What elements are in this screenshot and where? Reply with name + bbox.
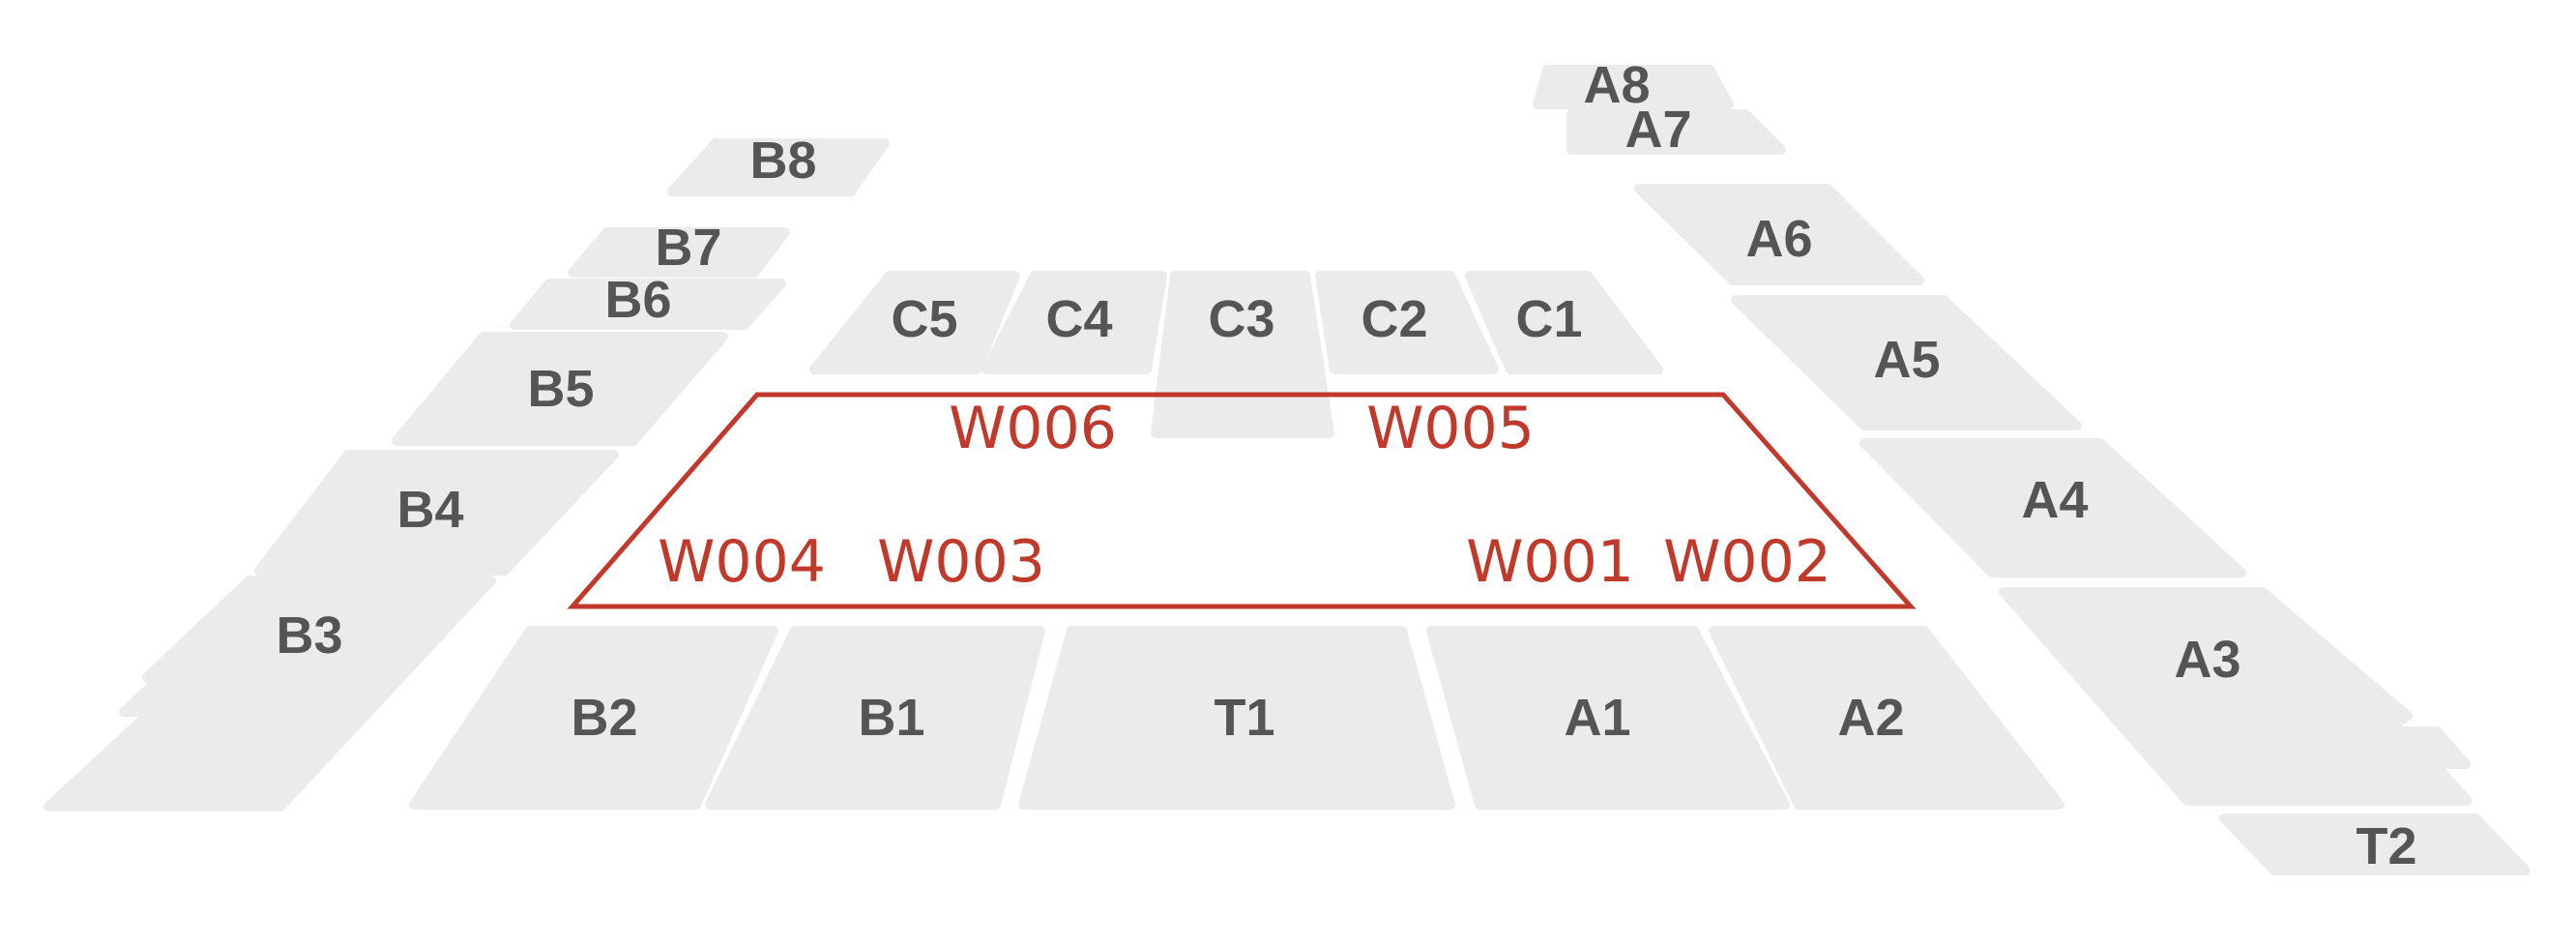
floor-zone-w006-label: W006: [949, 395, 1117, 462]
floor-zone-w004-label: W004: [658, 528, 826, 596]
floor-zone-w003-label: W003: [877, 528, 1045, 596]
section-b1[interactable]: B1: [705, 626, 1045, 810]
section-b2[interactable]: B2: [409, 626, 778, 810]
floor-zone-w006[interactable]: W006: [949, 395, 1117, 462]
section-c3-label: C3: [1208, 290, 1274, 348]
section-c5-label: C5: [891, 290, 957, 348]
section-b8-label: B8: [749, 132, 816, 190]
section-a6-label: A6: [1745, 210, 1812, 268]
section-c5[interactable]: C5: [809, 271, 1020, 374]
section-t1-label: T1: [1214, 689, 1274, 747]
section-b4-label: B4: [396, 481, 463, 539]
section-b6-label: B6: [604, 271, 671, 329]
section-c1-label: C1: [1515, 290, 1582, 348]
floor-zone-w002-label: W002: [1663, 528, 1831, 596]
section-b7[interactable]: B7: [568, 219, 790, 278]
section-t1[interactable]: T1: [1018, 626, 1455, 810]
section-a5-label: A5: [1873, 331, 1940, 389]
section-t2-label: T2: [2356, 817, 2416, 875]
section-b7-label: B7: [655, 219, 721, 277]
floor-zone-w005[interactable]: W005: [1366, 395, 1535, 462]
section-b1-label: B1: [858, 689, 924, 747]
floor-zone-w005-label: W005: [1366, 395, 1535, 462]
section-a3[interactable]: A3: [1999, 587, 2473, 806]
section-b8[interactable]: B8: [667, 132, 890, 196]
floor-zone-w004[interactable]: W004: [658, 528, 826, 596]
section-c4[interactable]: C4: [981, 271, 1167, 374]
section-a1[interactable]: A1: [1426, 626, 1790, 810]
section-b4[interactable]: B4: [254, 450, 619, 576]
section-a2-label: A2: [1837, 689, 1904, 747]
section-a7-label: A7: [1625, 101, 1691, 159]
section-a4[interactable]: A4: [1859, 438, 2246, 577]
section-c1[interactable]: C1: [1465, 271, 1663, 374]
section-b3-label: B3: [276, 606, 342, 665]
section-a4-label: A4: [2021, 471, 2088, 529]
section-a3-label: A3: [2174, 631, 2240, 689]
section-a1-label: A1: [1564, 689, 1630, 747]
section-a8[interactable]: A8: [1533, 56, 1734, 114]
section-t2[interactable]: T2: [2219, 813, 2531, 875]
section-a6[interactable]: A6: [1634, 184, 1924, 285]
section-b5[interactable]: B5: [392, 332, 728, 446]
floor-zone-w001-label: W001: [1466, 528, 1634, 596]
section-a5[interactable]: A5: [1731, 295, 2082, 430]
section-c2[interactable]: C2: [1315, 271, 1499, 374]
section-c3[interactable]: C3: [1151, 271, 1334, 438]
section-b6[interactable]: B6: [510, 271, 786, 330]
floor-zone-w001[interactable]: W001: [1466, 528, 1634, 596]
floor-zone-w002[interactable]: W002: [1663, 528, 1831, 596]
section-b2-label: B2: [571, 689, 637, 747]
section-c4-label: C4: [1045, 290, 1112, 348]
section-c2-label: C2: [1361, 290, 1427, 348]
section-b5-label: B5: [527, 360, 594, 418]
section-a2[interactable]: A2: [1709, 626, 2064, 810]
section-b3[interactable]: B3: [44, 576, 496, 812]
floor-area-outline: [567, 392, 1917, 609]
section-a8-label: A8: [1583, 56, 1650, 114]
section-a7[interactable]: A7: [1566, 101, 1786, 159]
floor-zone-w003[interactable]: W003: [877, 528, 1045, 596]
